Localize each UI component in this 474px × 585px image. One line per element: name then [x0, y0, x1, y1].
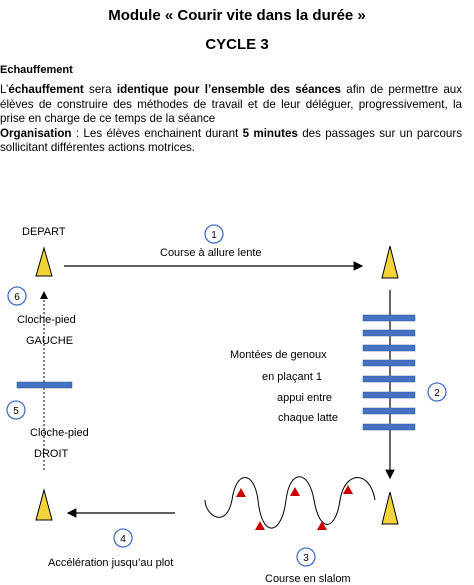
step-number: 4	[120, 534, 126, 545]
step-4-marker: 4	[113, 528, 133, 548]
text: sera	[83, 83, 117, 96]
label-step-1: Course à allure lente	[160, 247, 262, 259]
step-number: 6	[14, 292, 20, 303]
step-6-marker: 6	[7, 286, 27, 306]
step-1-marker: 1	[204, 224, 224, 244]
text: afin de permettre aux élèves de construi…	[0, 83, 463, 125]
text: des passages sur un parcours sollicitant…	[0, 126, 463, 155]
latte	[362, 423, 416, 431]
plot	[343, 485, 353, 494]
cone-right-top	[381, 245, 399, 279]
page-subtitle: CYCLE 3	[205, 36, 269, 53]
text: L’	[0, 83, 9, 96]
latte	[362, 391, 416, 399]
label-step-4: Accélération jusqu’au plot	[48, 557, 174, 569]
plot	[317, 521, 327, 530]
step-number: 1	[211, 230, 217, 241]
label-step-2-line3: appui entre	[277, 392, 333, 404]
step-number: 5	[13, 406, 19, 417]
step-5-marker: 5	[6, 400, 26, 420]
latte	[362, 375, 416, 383]
label-step-2-line4: chaque latte	[278, 412, 338, 424]
latte	[362, 314, 416, 322]
step-2-marker: 2	[427, 382, 447, 402]
label-step-5-line2: DROIT	[34, 448, 69, 460]
label-depart: DEPART	[22, 226, 66, 238]
cone-right-bottom	[381, 491, 399, 525]
section-heading: Echauffement	[0, 64, 73, 76]
label-step-6-line1: Cloche-pied	[17, 314, 76, 326]
latte	[362, 359, 416, 367]
cone-depart	[35, 246, 53, 277]
step-number: 2	[434, 388, 440, 399]
intro-paragraph: L’échauffement sera identique pour l’ens…	[0, 83, 462, 156]
slalom-path	[204, 476, 376, 529]
latte	[362, 344, 416, 352]
latte-left	[16, 381, 73, 389]
bold-text: Organisation	[0, 126, 72, 140]
page-title: Module « Courir vite dans la durée »	[108, 7, 366, 24]
paragraph-1: L’échauffement sera identique pour l’ens…	[0, 83, 462, 127]
plot	[236, 488, 246, 497]
label-step-6-line2: GAUCHE	[26, 335, 74, 347]
bold-text: 5 minutes	[242, 126, 298, 140]
plot	[290, 487, 300, 496]
step-number: 3	[303, 553, 309, 564]
bold-text: identique pour l’ensemble des séances	[116, 83, 341, 96]
label-step-2-line2: en plaçant 1	[262, 371, 322, 383]
text: : Les élèves enchainent durant	[71, 126, 243, 140]
label-step-2-line1: Montées de genoux	[230, 349, 327, 361]
latte	[362, 329, 416, 337]
latte	[362, 407, 416, 415]
step-3-marker: 3	[296, 547, 316, 567]
cone-left-bottom	[35, 488, 53, 521]
bold-text: échauffement	[8, 83, 84, 96]
label-step-5-line1: Cloche-pied	[30, 427, 89, 439]
plot	[255, 521, 265, 530]
paragraph-2: Organisation : Les élèves enchainent dur…	[0, 127, 462, 156]
label-step-3: Course en slalom	[265, 573, 351, 585]
